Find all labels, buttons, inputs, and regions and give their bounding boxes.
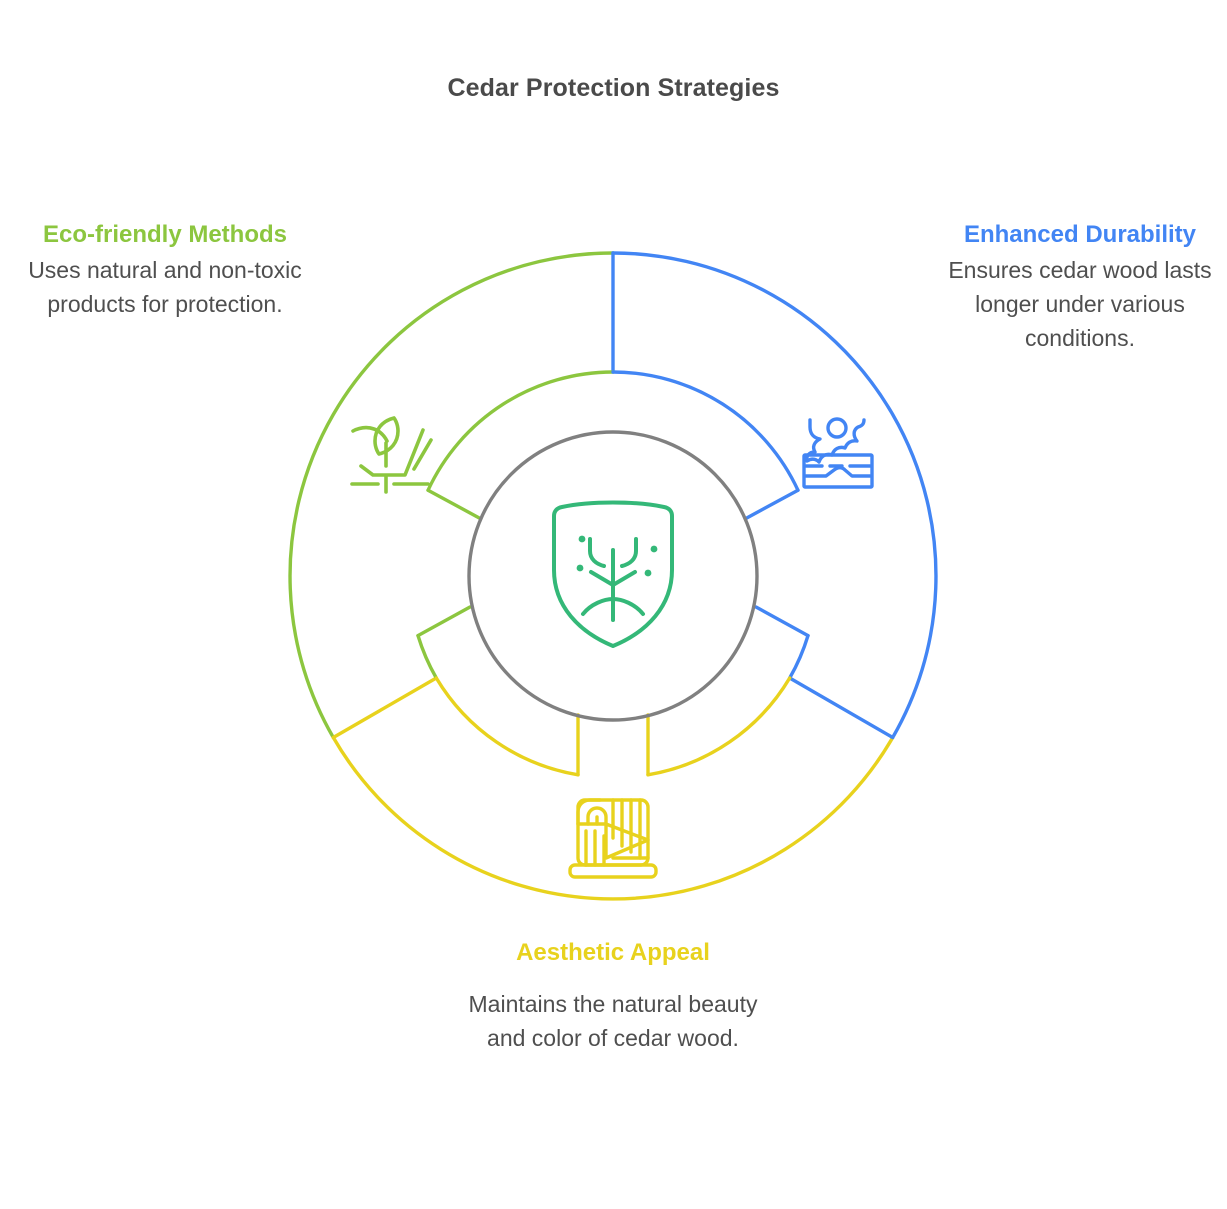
segment-desc-eco: Uses natural and non-toxic products for … [28, 257, 302, 317]
segment-label-eco: Eco-friendly Methods Uses natural and no… [24, 218, 306, 322]
segment-desc-aesthetic: Maintains the natural beauty and color o… [468, 991, 758, 1051]
outer-arc-durability[interactable] [611, 251, 938, 740]
segment-title-durability: Enhanced Durability [963, 221, 1197, 248]
connector-lower-right [788, 676, 895, 740]
sprout-in-hand-icon [350, 416, 433, 494]
segment-title-aesthetic: Aesthetic Appeal [516, 939, 710, 966]
segment-label-aesthetic: Aesthetic Appeal Maintains the natural b… [447, 936, 779, 1056]
outer-arc-eco[interactable] [288, 251, 615, 740]
inner-taper-eco-top [426, 488, 483, 521]
connector-lower-left [331, 676, 438, 740]
inner-arc-durability[interactable] [611, 370, 800, 492]
segment-title-eco: Eco-friendly Methods [42, 221, 288, 248]
page-title: Cedar Protection Strategies [447, 74, 780, 102]
shield-tree-icon [552, 500, 674, 648]
inner-taper-eco-bottom [416, 605, 472, 638]
segment-desc-durability: Ensures cedar wood lasts longer under va… [948, 257, 1212, 351]
inner-arc-eco[interactable] [426, 370, 615, 492]
inner-arc-aesthetic-left[interactable] [434, 676, 580, 777]
wood-grain-panel-icon [568, 798, 658, 879]
inner-taper-durability-top [743, 488, 800, 521]
water-on-plank-icon [802, 417, 874, 489]
inner-taper-durability-bottom [754, 605, 810, 638]
center-circle[interactable] [467, 430, 759, 722]
outer-arc-aesthetic[interactable] [331, 735, 895, 901]
inner-arc-durability-lower[interactable] [788, 633, 810, 680]
segment-label-durability: Enhanced Durability Ensures cedar wood l… [944, 218, 1216, 355]
inner-arc-aesthetic-right[interactable] [646, 676, 792, 777]
inner-arc-eco-lower[interactable] [416, 633, 438, 680]
